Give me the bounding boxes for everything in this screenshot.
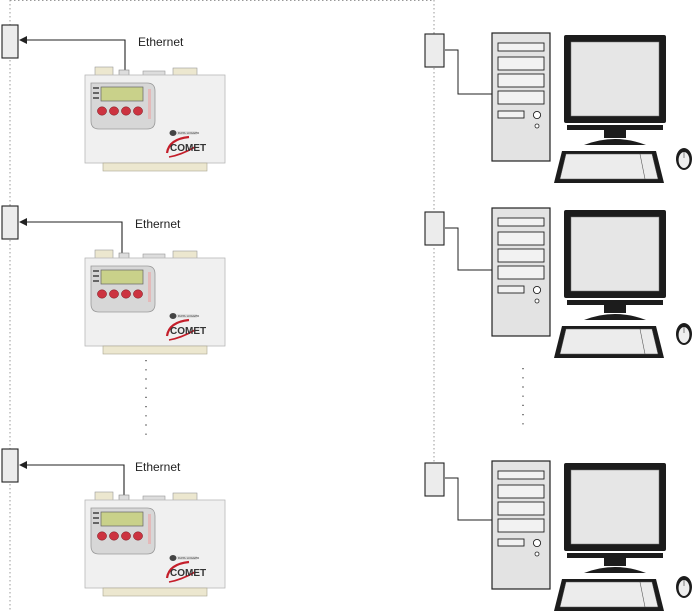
pc-station-1 bbox=[424, 32, 693, 184]
network-node-icon bbox=[424, 211, 445, 246]
logger-badge: DATA LOGGER bbox=[178, 314, 199, 318]
logger-brand: COMET bbox=[170, 568, 206, 579]
pc-station-2 bbox=[424, 207, 693, 359]
ethernet-label: Ethernet bbox=[138, 35, 184, 49]
pc-cable bbox=[445, 227, 495, 271]
logger-row-3: Ethernet DATA LOGGER COMET bbox=[1, 448, 227, 598]
network-node-icon bbox=[424, 462, 445, 497]
pc-cable bbox=[445, 477, 495, 521]
network-node-icon bbox=[1, 24, 19, 59]
pc-cable bbox=[445, 49, 495, 95]
desktop-pc-icon bbox=[491, 32, 693, 184]
logger-brand: COMET bbox=[170, 143, 206, 154]
network-node-icon bbox=[1, 448, 19, 483]
logger-badge: DATA LOGGER bbox=[178, 556, 199, 560]
ethernet-cable bbox=[19, 36, 126, 75]
logger-badge: DATA LOGGER bbox=[178, 131, 199, 135]
logger-row-1: Ethernet DATA LOGGER COMET bbox=[1, 24, 227, 173]
logger-row-2: Ethernet DATA LOGGER COMET bbox=[1, 205, 227, 356]
network-bus bbox=[9, 0, 435, 611]
ethernet-cable bbox=[19, 461, 125, 500]
pc-station-3 bbox=[424, 460, 693, 611]
ethernet-label: Ethernet bbox=[135, 460, 181, 474]
ethernet-label: Ethernet bbox=[135, 217, 181, 231]
network-node-icon bbox=[424, 33, 445, 68]
network-node-icon bbox=[1, 205, 19, 240]
data-logger-icon bbox=[83, 248, 227, 356]
logger-brand: COMET bbox=[170, 326, 206, 337]
desktop-pc-icon bbox=[491, 460, 693, 611]
data-logger-icon bbox=[83, 490, 227, 598]
ethernet-cable bbox=[19, 218, 123, 255]
desktop-pc-icon bbox=[491, 207, 693, 359]
data-logger-icon bbox=[83, 65, 227, 173]
